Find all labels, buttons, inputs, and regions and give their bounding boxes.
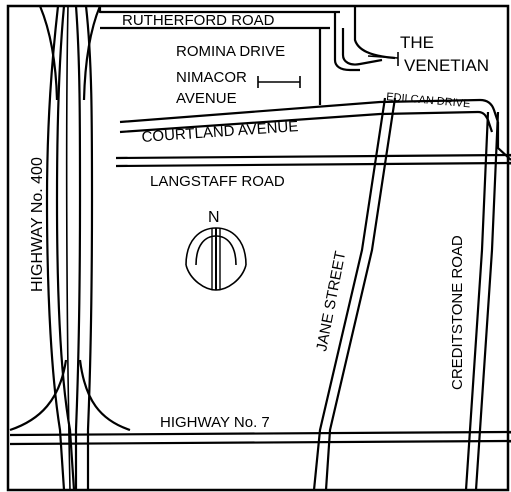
courtland-avenue-label: COURTLAND AVENUE: [141, 118, 299, 146]
rutherford-road-label: RUTHERFORD ROAD: [122, 12, 275, 29]
venetian-area: [341, 6, 399, 66]
highway-400-label: HIGHWAY No. 400: [29, 157, 46, 292]
romina-drive-road-east: [333, 12, 360, 72]
the-venetian-label-line2: VENETIAN: [404, 56, 489, 75]
creditstone-road: [464, 111, 500, 491]
highway-7: [9, 430, 511, 446]
north-arrow-icon: [185, 227, 247, 291]
jane-street-label: JANE STREET: [313, 250, 349, 353]
north-label: N: [208, 209, 220, 226]
nimacor-avenue-label-line2: AVENUE: [176, 90, 237, 107]
the-venetian-label-line1: THE: [400, 33, 434, 52]
creditstone-road-label: CREDITSTONE ROAD: [449, 235, 466, 390]
langstaff-road: [115, 153, 511, 168]
map-border: [6, 4, 510, 492]
location-pointer-icon: [367, 55, 399, 59]
nimacor-marker: [257, 76, 301, 88]
langstaff-road-label: LANGSTAFF ROAD: [150, 173, 285, 190]
romina-drive-label: ROMINA DRIVE: [176, 43, 285, 60]
jane-street: [312, 97, 397, 491]
rutherford-road: [98, 6, 340, 30]
highway-7-label: HIGHWAY No. 7: [160, 414, 270, 431]
highway-400: [9, 5, 131, 491]
nimacor-avenue-label-line1: NIMACOR: [176, 69, 247, 86]
edilcan-drive-label: EDILCAN DRIVE: [386, 91, 471, 110]
